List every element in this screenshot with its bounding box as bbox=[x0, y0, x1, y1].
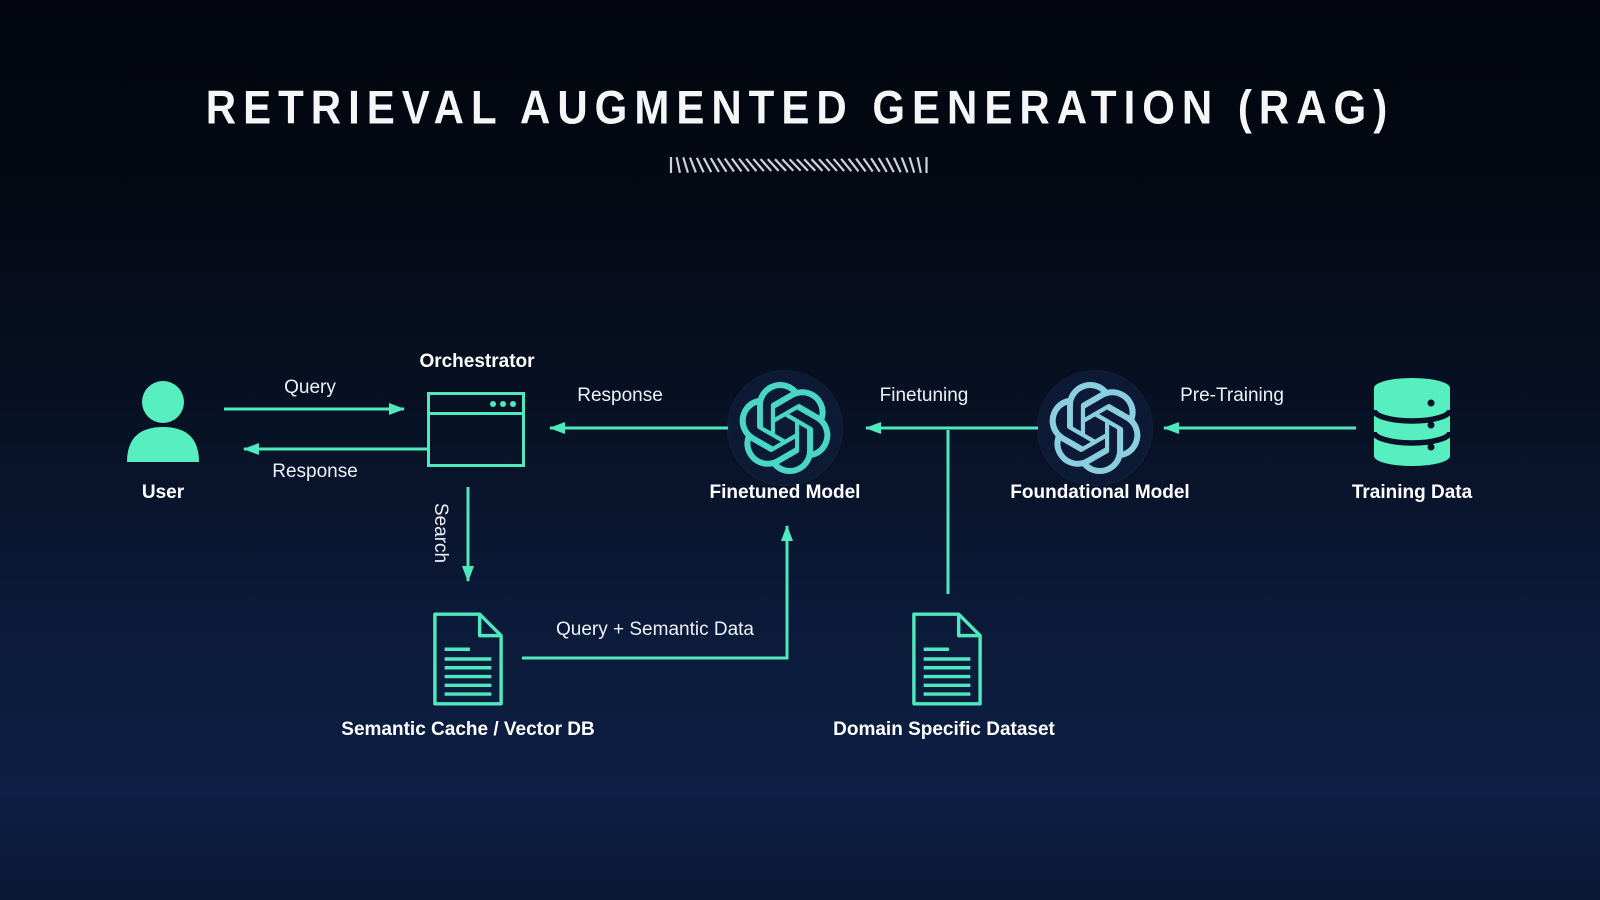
window-dot-icon bbox=[510, 400, 516, 407]
window-dot-icon bbox=[490, 400, 496, 407]
query-semantic-edge-label: Query + Semantic Data bbox=[555, 619, 755, 640]
window-dot-icon bbox=[500, 400, 506, 407]
browser-window-icon bbox=[427, 392, 525, 467]
foundational-model-label: Foundational Model bbox=[1010, 482, 1190, 503]
query-semantic-data-arrow bbox=[522, 525, 793, 660]
response-to-user-edge-label: Response bbox=[272, 461, 358, 482]
query-edge-label: Query bbox=[284, 377, 336, 398]
semantic-cache-label: Semantic Cache / Vector DB bbox=[341, 719, 595, 740]
search-edge-label: Search bbox=[430, 502, 451, 564]
browser-titlebar bbox=[430, 395, 522, 415]
database-icon bbox=[1373, 378, 1451, 466]
user-label: User bbox=[141, 482, 185, 503]
response-to-orchestrator-edge-label: Response bbox=[577, 385, 663, 406]
finetuned-openai-logo-icon bbox=[739, 382, 831, 474]
finetuned-model-label: Finetuned Model bbox=[709, 482, 861, 503]
semantic-cache-document-icon bbox=[433, 612, 503, 706]
orchestrator-label: Orchestrator bbox=[419, 351, 535, 372]
foundational-openai-logo-icon bbox=[1049, 382, 1141, 474]
domain-dataset-document-icon bbox=[912, 612, 982, 706]
person-icon bbox=[127, 381, 199, 462]
title-divider-hatch bbox=[669, 156, 928, 174]
finetuning-edge-label: Finetuning bbox=[879, 385, 969, 406]
domain-dataset-label: Domain Specific Dataset bbox=[833, 719, 1055, 740]
training-data-label: Training Data bbox=[1351, 482, 1473, 503]
page-title: RETRIEVAL AUGMENTED GENERATION (RAG) bbox=[205, 81, 1395, 134]
pretraining-edge-label: Pre-Training bbox=[1180, 385, 1284, 406]
